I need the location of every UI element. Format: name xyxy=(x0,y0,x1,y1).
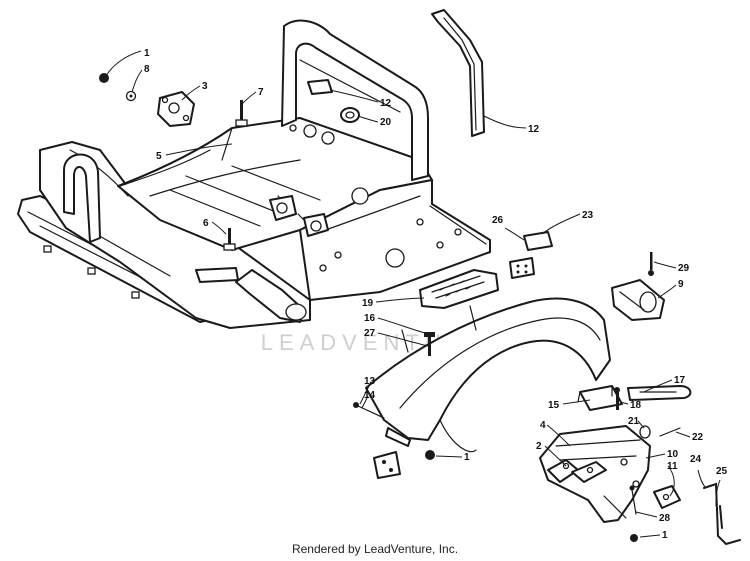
part-15-bracket xyxy=(577,385,623,411)
callout-18: 18 xyxy=(630,400,642,411)
nut-1-fender xyxy=(425,450,435,460)
callout-20: 20 xyxy=(380,117,392,128)
callout-9: 9 xyxy=(678,279,684,290)
callout-28: 28 xyxy=(659,513,671,524)
callout-23: 23 xyxy=(582,210,594,221)
callout-24: 24 xyxy=(690,454,702,465)
bolt-7 xyxy=(235,100,248,127)
callout-27: 27 xyxy=(364,328,376,339)
callout-7: 7 xyxy=(258,87,264,98)
fender-tab xyxy=(373,451,401,479)
callout-10: 10 xyxy=(667,449,679,460)
callout-2: 2 xyxy=(536,441,542,452)
footer-credit: Rendered by LeadVenture, Inc. xyxy=(291,542,459,556)
callout-4: 4 xyxy=(540,420,546,431)
callout-1: 1 xyxy=(144,48,150,59)
part-19-step-plate xyxy=(419,269,499,309)
part-3-bracket xyxy=(157,91,195,127)
callout-16: 16 xyxy=(364,313,376,324)
bolts-16-27 xyxy=(424,332,435,356)
callout-3: 3 xyxy=(202,81,208,92)
callout-19: 19 xyxy=(362,298,374,309)
callout-21: 21 xyxy=(628,416,640,427)
callout-5: 5 xyxy=(156,151,162,162)
callout-26: 26 xyxy=(492,215,504,226)
part-12-strip xyxy=(431,9,485,137)
rear-fender xyxy=(365,297,611,453)
part-11-clip xyxy=(653,485,681,509)
callout-29: 29 xyxy=(678,263,690,274)
callout-11: 11 xyxy=(667,461,678,472)
nut-and-washer xyxy=(99,73,137,102)
part-28-and-nut xyxy=(629,485,638,542)
callout-8: 8 xyxy=(144,64,150,75)
bolt-6 xyxy=(223,228,236,251)
part-9-device xyxy=(611,252,665,321)
part-18-fastener xyxy=(614,387,620,410)
callout-6: 6 xyxy=(203,218,209,229)
callout-13: 13 xyxy=(364,376,376,387)
callout-15: 15 xyxy=(548,400,560,411)
callout-1: 1 xyxy=(662,530,668,541)
callout-12: 12 xyxy=(528,124,540,135)
part-20-grommet xyxy=(340,107,360,123)
callout-22: 22 xyxy=(692,432,704,443)
callout-17: 17 xyxy=(674,375,686,386)
callout-14: 14 xyxy=(364,390,376,401)
parts-21-22 xyxy=(639,425,681,439)
leader-lines xyxy=(105,50,721,538)
callout-12: 12 xyxy=(380,98,392,109)
rear-lower-bracket xyxy=(539,425,651,523)
parts-24-25-pin xyxy=(703,482,741,546)
motor-mount xyxy=(269,195,329,237)
part-17-latch xyxy=(627,385,692,401)
callout-1: 1 xyxy=(464,452,470,463)
callout-25: 25 xyxy=(716,466,728,477)
chassis-frame xyxy=(17,19,491,329)
part-12-pad xyxy=(307,79,333,95)
callout-labels: 1 8 3 7 12 20 12 5 6 26 23 29 9 19 16 27… xyxy=(144,48,728,541)
pads-26-23 xyxy=(509,231,553,279)
